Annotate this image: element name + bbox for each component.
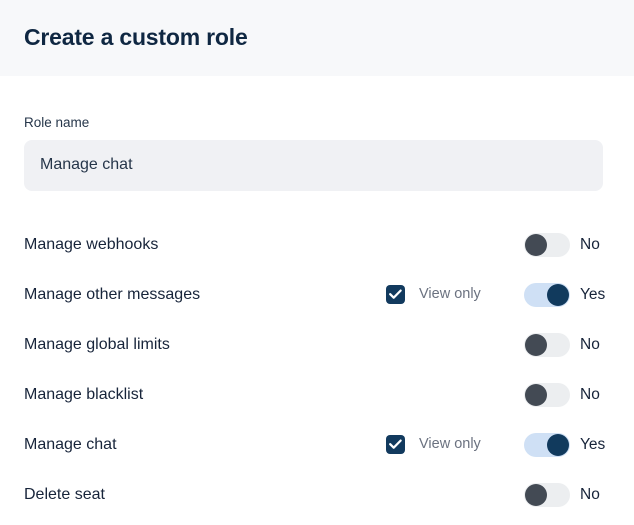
permission-toggle[interactable]: [524, 332, 570, 357]
permission-label: Manage webhooks: [24, 235, 159, 253]
permission-label: Manage chat: [24, 435, 117, 453]
permission-label: Manage other messages: [24, 285, 201, 303]
permission-toggle[interactable]: [524, 382, 570, 407]
permission-row-0: Manage webhooks View only No: [24, 220, 610, 270]
checkmark-icon: [389, 439, 402, 449]
permission-controls: View only No: [386, 220, 610, 270]
role-name-label: Role name: [24, 115, 90, 130]
view-only-checkbox[interactable]: [386, 285, 405, 304]
toggle-state-label: Yes: [580, 435, 606, 453]
permission-controls: View only No: [386, 370, 610, 420]
toggle-state-label: No: [580, 385, 600, 403]
permission-label: Manage blacklist: [24, 385, 144, 403]
view-only-control[interactable]: View only: [386, 285, 499, 304]
toggle-knob: [547, 433, 569, 456]
permission-toggle[interactable]: [524, 232, 570, 257]
permission-controls: View only No: [386, 320, 610, 370]
toggle-knob: [525, 333, 547, 356]
permission-label: Manage global limits: [24, 335, 170, 353]
permission-controls: View only No: [386, 470, 610, 520]
toggle-knob: [547, 283, 569, 306]
permission-row-4: Manage chat View only Yes: [24, 420, 610, 470]
toggle-knob: [525, 383, 547, 406]
permission-toggle-group[interactable]: No: [524, 382, 610, 407]
permission-toggle-group[interactable]: Yes: [524, 432, 610, 457]
permission-toggle[interactable]: [524, 432, 570, 457]
permission-row-2: Manage global limits View only No: [24, 320, 610, 370]
permission-toggle-group[interactable]: No: [524, 482, 610, 507]
toggle-state-label: No: [580, 335, 600, 353]
permission-row-3: Manage blacklist View only No: [24, 370, 610, 420]
toggle-knob: [525, 483, 547, 506]
toggle-state-label: Yes: [580, 285, 606, 303]
permission-row-5: Delete seat View only No: [24, 470, 610, 520]
view-only-control[interactable]: View only: [386, 435, 499, 454]
dialog-body: Role name Manage webhooks View only No: [0, 76, 634, 520]
page-title: Create a custom role: [24, 24, 248, 51]
role-name-input[interactable]: [24, 139, 603, 191]
permission-row-1: Manage other messages View only Yes: [24, 270, 610, 320]
view-only-label: View only: [419, 286, 481, 303]
permission-toggle-group[interactable]: No: [524, 232, 610, 257]
permission-toggle[interactable]: [524, 282, 570, 307]
permission-controls: View only Yes: [386, 420, 610, 470]
permission-label: Delete seat: [24, 485, 105, 503]
toggle-state-label: No: [580, 235, 600, 253]
view-only-checkbox[interactable]: [386, 435, 405, 454]
permission-toggle[interactable]: [524, 482, 570, 507]
toggle-knob: [525, 233, 547, 256]
permission-toggle-group[interactable]: No: [524, 332, 610, 357]
view-only-label: View only: [419, 436, 481, 453]
toggle-state-label: No: [580, 485, 600, 503]
permissions-list: Manage webhooks View only No Manage othe…: [24, 220, 610, 520]
checkmark-icon: [389, 289, 402, 299]
dialog-header: Create a custom role: [0, 0, 634, 76]
permission-controls: View only Yes: [386, 270, 610, 320]
role-name-field-group: Role name: [24, 76, 610, 191]
permission-toggle-group[interactable]: Yes: [524, 282, 610, 307]
